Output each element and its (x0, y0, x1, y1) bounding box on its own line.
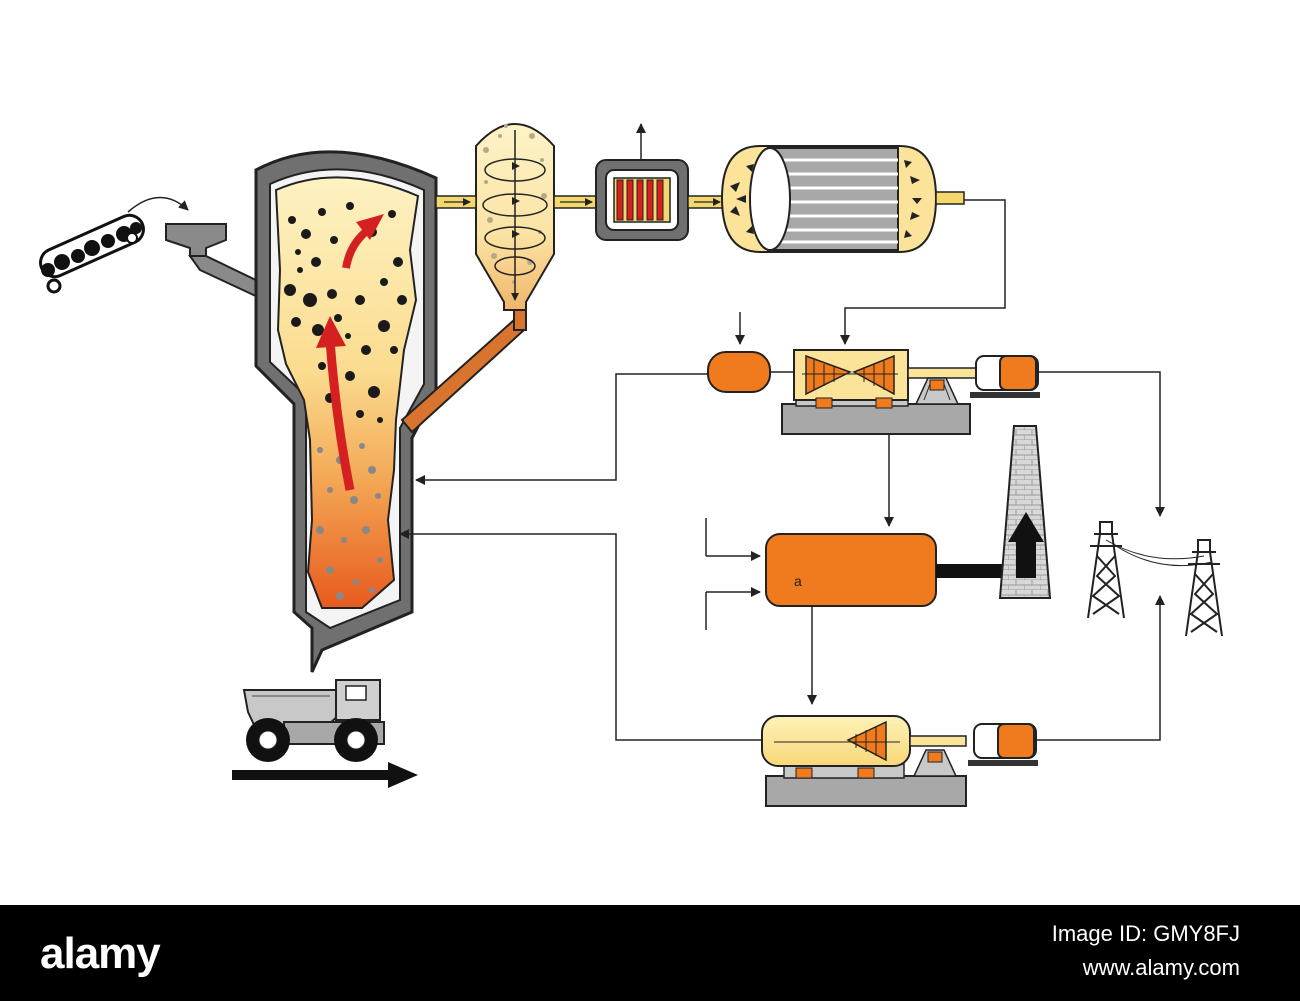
steam-turbine (761, 715, 967, 807)
feed-hopper (165, 223, 266, 300)
syngas-cooler (595, 159, 689, 241)
air-compressor-unit (707, 351, 771, 393)
hrsg-boiler: a (765, 533, 937, 607)
truck-direction-arrow (232, 762, 418, 788)
diagram-canvas: a (39, 123, 1223, 807)
watermark-image-id: Image ID: GMY8FJ (1051, 921, 1240, 946)
gas-cleanup-filter (720, 145, 938, 253)
clean-syngas-pipe (935, 191, 965, 205)
gas-turbine (781, 349, 979, 435)
st-power-line (1036, 595, 1165, 741)
steam-turbine-generator (968, 723, 1038, 766)
steam-to-gasifier-line (399, 529, 762, 741)
gas-flow-arrow-lower (325, 339, 355, 491)
air-to-gasifier-line (415, 373, 708, 485)
exhaust-stack (998, 425, 1052, 599)
hrsg-label: a (794, 573, 802, 589)
coal-conveyor-belt (39, 213, 145, 294)
igcc-process-diagram: a (39, 123, 1223, 807)
cyclone-separator (475, 123, 555, 311)
coal-drop-arrow (127, 196, 189, 213)
gasifier-vessel (254, 150, 438, 673)
watermark-url: www.alamy.com (1082, 955, 1240, 980)
gt-power-line (1038, 371, 1165, 517)
power-cable (1105, 539, 1205, 560)
transmission-tower-left (1087, 521, 1125, 619)
syngas-to-turbine-line (840, 199, 1006, 345)
watermark-footer: alamy Image ID: GMY8FJ www.alamy.com (0, 905, 1300, 1001)
flue-duct (936, 564, 1016, 578)
transmission-tower-right (1185, 539, 1223, 637)
gas-turbine-generator (970, 355, 1040, 398)
ash-haul-truck (242, 679, 385, 762)
watermark-brand: alamy (40, 929, 161, 978)
